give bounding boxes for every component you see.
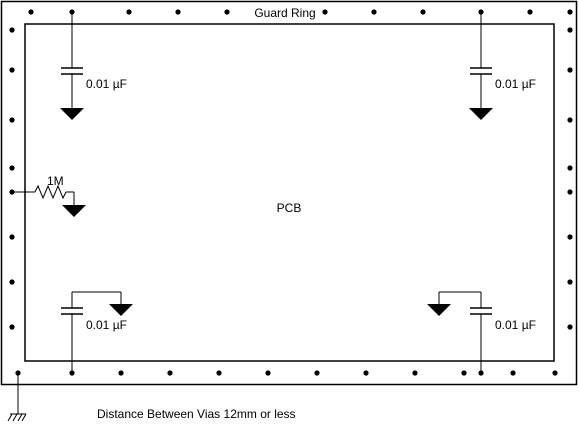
- via-dot: [527, 9, 533, 15]
- via-dot: [567, 165, 573, 171]
- resistor-label: 1M: [47, 174, 64, 188]
- via-dot: [28, 9, 34, 15]
- via-dot: [461, 370, 467, 376]
- capacitor-bottom-right: [427, 291, 492, 373]
- via-dot: [567, 27, 573, 33]
- via-dot: [567, 67, 573, 73]
- via-dot: [567, 189, 573, 195]
- capacitor-top-right: [469, 12, 493, 120]
- via-dot: [363, 370, 369, 376]
- via-dot: [9, 27, 15, 33]
- via-dot: [371, 9, 377, 15]
- via-dot: [567, 279, 573, 285]
- via-dot: [126, 9, 132, 15]
- via-dot: [9, 279, 15, 285]
- capacitor-bottom-left: [61, 291, 133, 373]
- via-dot: [118, 370, 124, 376]
- via-dot: [420, 9, 426, 15]
- via-dot: [567, 324, 573, 330]
- via-dot: [322, 9, 328, 15]
- via-dot: [567, 117, 573, 123]
- via-dot: [567, 9, 573, 15]
- ground-symbol: [60, 108, 84, 120]
- guard-ring-label-bg: [247, 4, 323, 20]
- via-dot: [510, 370, 516, 376]
- footer-caption: Distance Between Vias 12mm or less: [97, 407, 296, 421]
- via-dot: [9, 234, 15, 240]
- pcb-label: PCB: [277, 201, 302, 215]
- ground-symbol: [469, 108, 493, 120]
- capacitor-top-left: [60, 12, 84, 120]
- ground-symbol: [427, 304, 451, 316]
- via-dot: [9, 67, 15, 73]
- capacitor-bottom-left-label: 0.01 µF: [86, 318, 127, 332]
- via-dot: [216, 370, 222, 376]
- capacitor-top-right-label: 0.01 µF: [495, 77, 536, 91]
- guard-ring-label: Guard Ring: [254, 6, 315, 20]
- via-dot: [412, 370, 418, 376]
- via-dot: [167, 370, 173, 376]
- ground-symbol: [109, 304, 133, 316]
- capacitor-top-left-label: 0.01 µF: [86, 77, 127, 91]
- guard-ring-outline: [0, 0, 578, 386]
- via-dot: [265, 370, 271, 376]
- via-dot: [224, 9, 230, 15]
- via-dot: [9, 117, 15, 123]
- ground-symbol: [62, 205, 86, 217]
- via-dot: [314, 370, 320, 376]
- via-dot: [9, 324, 15, 330]
- via-dot: [9, 165, 15, 171]
- via-dot: [552, 370, 558, 376]
- capacitor-bottom-right-label: 0.01 µF: [495, 318, 536, 332]
- earth-ground-symbol: [7, 373, 27, 422]
- via-dot: [175, 9, 181, 15]
- resistor-1m: [12, 184, 86, 217]
- via-dot: [567, 234, 573, 240]
